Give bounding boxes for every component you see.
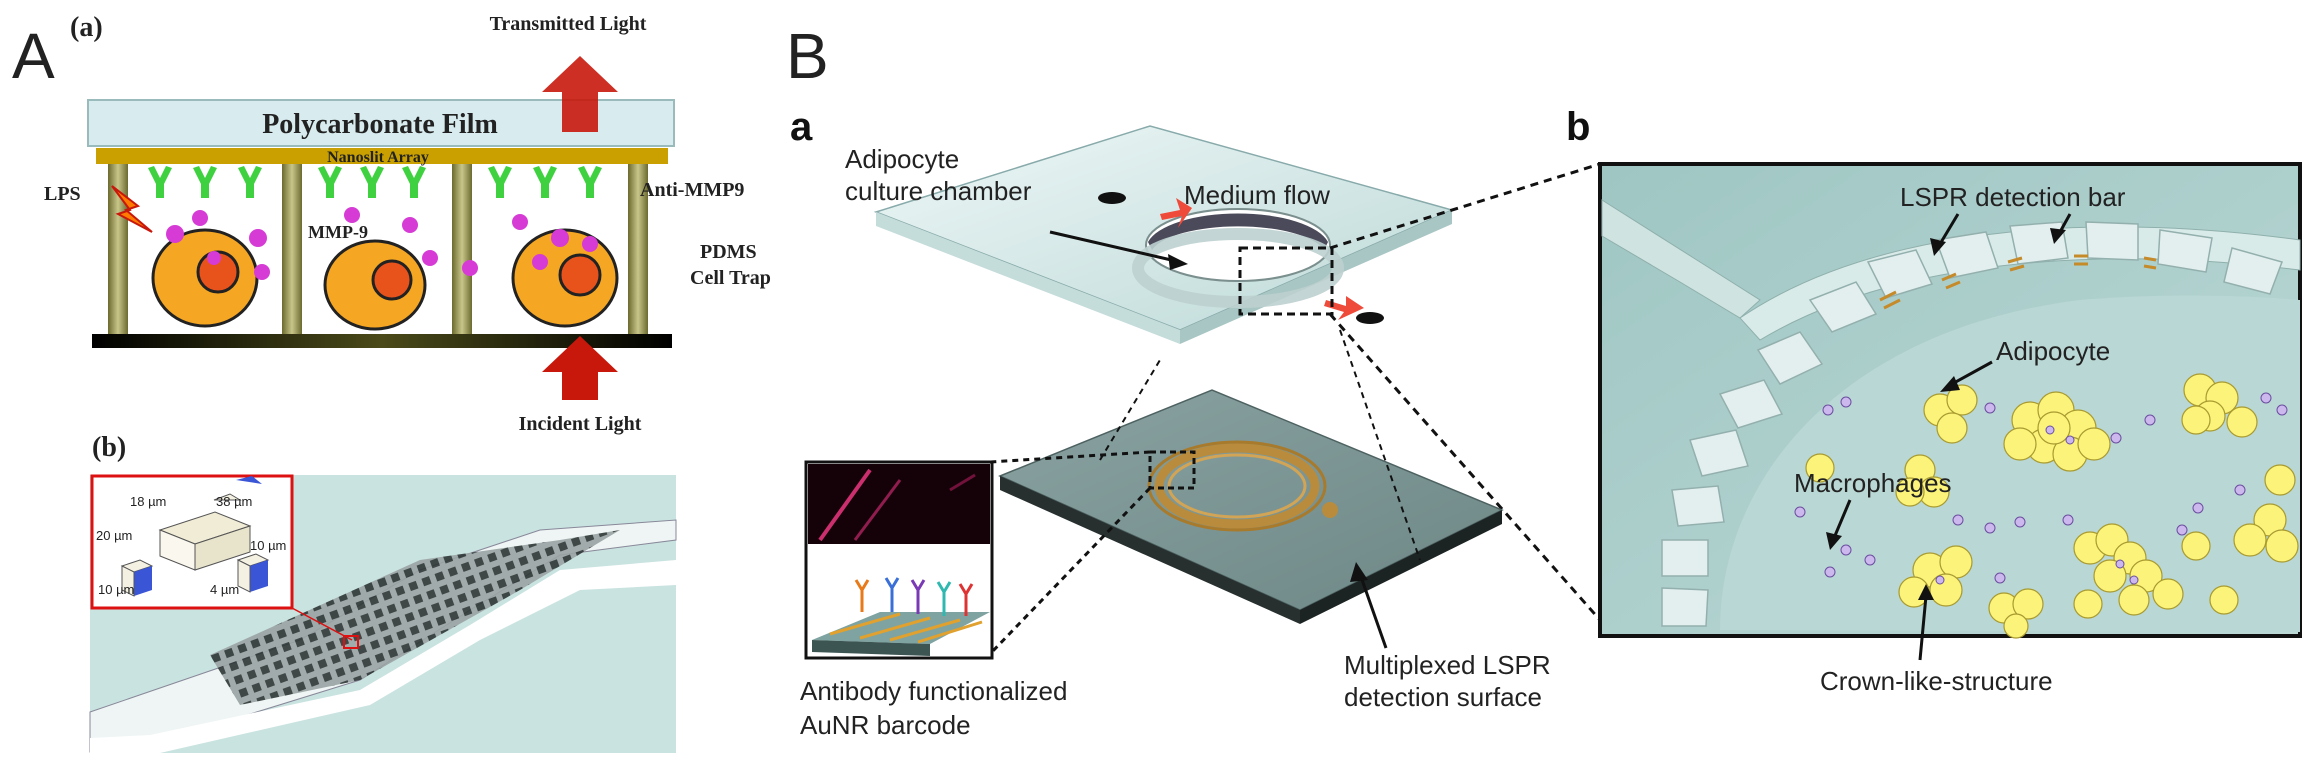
chamber-floor <box>1720 295 2300 632</box>
top-chip <box>873 125 1455 344</box>
panel-a-sub-b-label: (b) <box>92 432 126 463</box>
nanoslit-label: Nanoslit Array <box>327 149 429 166</box>
dim-label-4um: 4 µm <box>210 582 239 597</box>
lspr-pointer-2-head <box>2050 228 2066 244</box>
bottom-chip-zoom-box <box>1148 450 1196 490</box>
lspr-pointer-1 <box>1938 213 1960 245</box>
panel-b-sub-a-label: a <box>790 105 813 149</box>
antibody-label-line1: Antibody functionalized <box>800 676 1067 706</box>
macrophages-label: Macrophages <box>1794 468 1952 498</box>
antibody-label-line2: AuNR barcode <box>800 710 971 740</box>
cell-trap-label: Cell Trap <box>690 267 771 289</box>
culture-chamber-label-line1: Adipocyte <box>845 144 959 174</box>
macrophages-pointer-head <box>1826 532 1842 550</box>
incident-light-arrow <box>542 336 618 400</box>
culture-chamber-label-line2: culture chamber <box>845 176 1032 206</box>
dim-label-10um-left: 10 µm <box>98 582 134 597</box>
dim-label-38um: 38 µm <box>216 494 252 509</box>
mmp9-label: MMP-9 <box>308 222 368 242</box>
nanoslit-array <box>96 148 668 164</box>
transmitted-light-arrow <box>542 56 618 132</box>
aunr-barcode-inset <box>804 460 994 660</box>
zoom-line-to-b-top <box>1329 162 1601 250</box>
macrophages <box>1794 392 2288 585</box>
zoom-line-to-b-bottom <box>1328 313 1602 621</box>
panel-b-letter: B <box>786 20 829 92</box>
transmitted-light-label: Transmitted Light <box>490 13 647 35</box>
lspr-bar-label: LSPR detection bar <box>1900 182 2126 212</box>
anti-mmp9-antibodies <box>148 166 602 198</box>
medium-flow-label: Medium flow <box>1184 180 1330 210</box>
top-chip-zoom-box <box>1238 246 1334 316</box>
crown-like-structure-label: Crown-like-structure <box>1820 666 2053 696</box>
film-label: Polycarbonate Film <box>262 109 498 140</box>
chamber-pointer-head <box>1168 254 1188 270</box>
pdms-posts <box>108 164 648 334</box>
top-to-bottom-dashed-left <box>1099 359 1161 461</box>
dim-label-20um: 20 µm <box>96 528 132 543</box>
crown-pointer-head <box>1918 584 1934 600</box>
anti-mmp9-label: Anti-MMP9 <box>640 179 744 201</box>
adipocyte-clusters <box>1805 373 2299 639</box>
surface-pointer-line <box>1358 573 1388 649</box>
adipocyte-label: Adipocyte <box>1996 336 2110 366</box>
inset-line-bottom <box>988 486 1152 656</box>
top-to-bottom-dashed-right <box>1339 329 1421 561</box>
dim-label-10um-right: 10 µm <box>250 538 286 553</box>
aunr-detection-bars <box>1879 254 2157 310</box>
lspr-detection-blocks <box>1661 221 2283 627</box>
inset-leader-line <box>291 607 353 641</box>
detection-surface-label-line2: detection surface <box>1344 682 1542 712</box>
microchannel-bottom <box>90 560 676 753</box>
chamber-pointer-line <box>1049 230 1181 264</box>
bottom-chip <box>998 389 1504 624</box>
crown-pointer <box>1918 595 1928 661</box>
inset-line-top <box>989 450 1151 464</box>
panel-b-sub-b-label: b <box>1566 105 1590 149</box>
lps-label: LPS <box>44 183 81 205</box>
macrophages-pointer <box>1832 499 1852 539</box>
detection-surface-label-line1: Multiplexed LSPR <box>1344 650 1551 680</box>
medium-flow-arrow-top <box>1160 198 1192 228</box>
inset-trap-model <box>120 476 270 597</box>
trap-pillar-array <box>210 530 620 705</box>
lps-lightning-icon <box>111 185 153 233</box>
lspr-pointer-1-head <box>1930 238 1946 256</box>
trapped-cells <box>151 228 619 331</box>
trap-base <box>92 334 672 348</box>
mmp9-molecules <box>166 207 598 280</box>
dim-label-18um: 18 µm <box>130 494 166 509</box>
lspr-pointer-2 <box>2058 213 2072 233</box>
adipocyte-pointer <box>1951 360 1993 386</box>
panel-a-letter: A <box>12 20 55 92</box>
surface-pointer-head <box>1350 562 1368 582</box>
pdms-label: PDMS <box>700 241 757 263</box>
incident-light-label: Incident Light <box>519 413 642 435</box>
adipocyte-pointer-head <box>1940 376 1960 392</box>
medium-flow-arrow-bottom <box>1324 296 1364 320</box>
panel-a-sub-a-label: (a) <box>70 12 103 43</box>
inset-source-marker <box>343 635 359 649</box>
